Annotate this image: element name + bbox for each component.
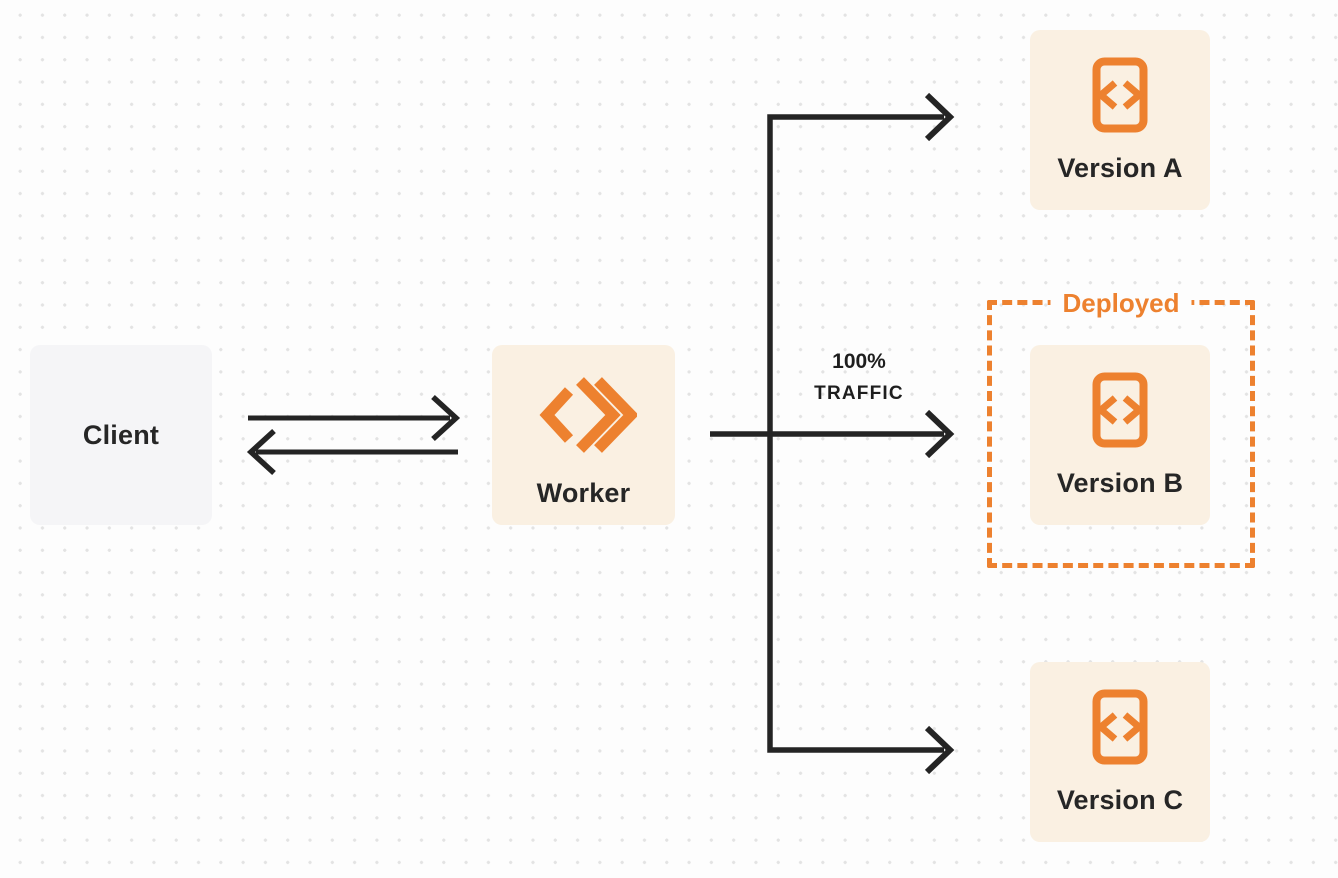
worker-node: Worker <box>492 345 675 525</box>
client-label: Client <box>82 419 160 450</box>
code-file-icon <box>1092 372 1148 448</box>
version-b-node: Version B <box>1030 345 1210 525</box>
traffic-word-text: TRAFFIC <box>814 383 904 404</box>
traffic-percent-text: 100% <box>832 350 886 373</box>
code-file-icon <box>1092 689 1148 765</box>
worker-logo-icon <box>531 368 639 462</box>
deployed-region: Deployed <box>987 288 1255 568</box>
version-a-label: Version A <box>1057 152 1183 183</box>
client-node: Client <box>30 345 212 525</box>
worker-label: Worker <box>536 477 631 508</box>
version-c-node: Version C <box>1030 662 1210 842</box>
version-c-label: Version C <box>1056 784 1184 815</box>
version-a-node: Version A <box>1030 30 1210 210</box>
version-b-label: Version B <box>1056 467 1184 498</box>
traffic-annotation: 100% TRAFFIC <box>786 351 932 405</box>
deployed-label: Deployed <box>1050 288 1192 318</box>
code-file-icon <box>1092 57 1148 133</box>
